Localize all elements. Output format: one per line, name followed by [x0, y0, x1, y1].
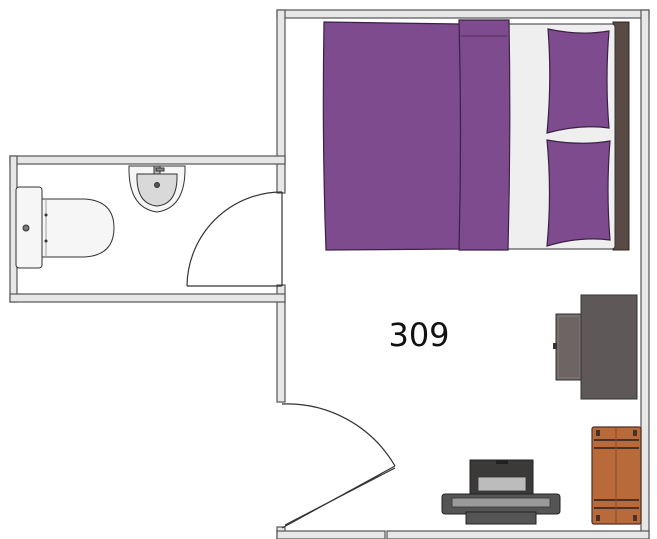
bathroom-door[interactable] [186, 191, 283, 287]
wall-bottom-left [276, 530, 386, 539]
room-number: 309 [388, 316, 449, 354]
wall-bottom-right [386, 530, 650, 539]
duvet [322, 21, 463, 251]
pillow [546, 28, 610, 134]
bathroom-wall-top [9, 155, 286, 165]
storage-trunk[interactable] [591, 426, 642, 525]
walls [9, 9, 650, 539]
double-bed[interactable] [322, 19, 630, 251]
wall-right [640, 9, 650, 539]
wall-left-middle [276, 284, 286, 403]
pillow [546, 139, 611, 247]
entrance-door[interactable] [281, 403, 396, 529]
toilet-bowl [41, 198, 115, 258]
washbasin[interactable] [128, 165, 186, 213]
bed-runner [458, 19, 511, 251]
wall-left-upper [276, 9, 286, 194]
desk-chair [555, 313, 583, 381]
bathroom-wall-bottom [9, 293, 286, 303]
desk [580, 294, 638, 400]
desk-area[interactable] [553, 294, 638, 400]
toilet[interactable] [15, 186, 115, 269]
tv-unit[interactable] [441, 459, 561, 525]
wall-top [276, 9, 650, 19]
